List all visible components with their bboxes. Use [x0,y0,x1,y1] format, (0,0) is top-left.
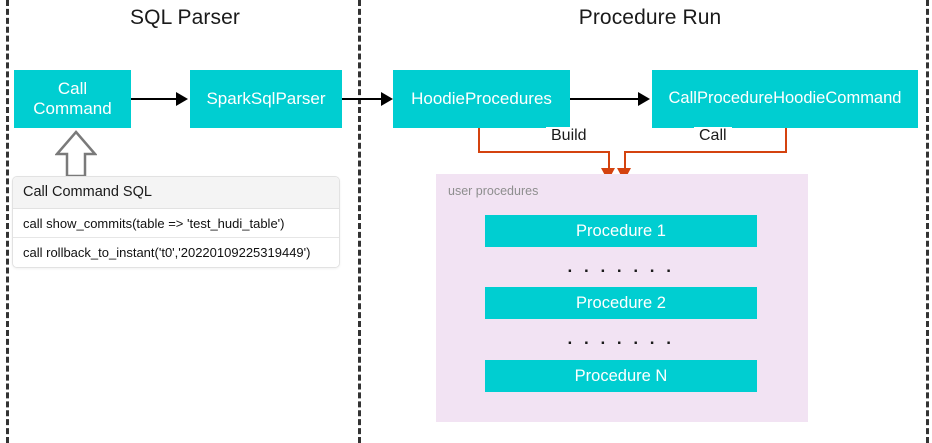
procedure-item-2[interactable]: Procedure 2 [485,287,757,319]
node-hoodie-procedures[interactable]: HoodieProcedures [393,70,570,128]
user-procedures-panel-label: user procedures [448,184,539,198]
dashed-separator-right [926,0,929,443]
node-call-procedure-hoodie-command[interactable]: CallProcedureHoodieCommand [652,70,918,128]
call-edge-stub-vertical [785,128,787,153]
arrow-hoodie-to-callprocedure-head [638,92,650,106]
node-call-command-line1: Call [57,78,88,98]
call-edge-horizontal [624,151,787,153]
procedure-item-n-label: Procedure N [574,366,668,385]
call-command-sql-card-header: Call Command SQL [13,177,339,209]
arrow-spark-to-hoodie-head [381,92,393,106]
procedure-item-n[interactable]: Procedure N [485,360,757,392]
procedure-separator-1: . . . . . . . [567,257,675,276]
arrow-spark-to-hoodie-line [342,98,381,100]
procedure-separator-2: . . . . . . . [567,329,675,348]
node-call-command-line2: Command [33,99,112,118]
call-command-sql-card: Call Command SQL call show_commits(table… [12,176,340,268]
node-call-command[interactable]: Call Command [14,70,131,128]
build-edge-stub-vertical [478,128,480,153]
arrow-call-command-to-spark-line [131,98,176,100]
dashed-separator-middle [358,0,361,443]
dashed-separator-left [6,0,9,443]
section-title-procedure-run: Procedure Run [578,6,722,29]
node-hoodie-procedures-label: HoodieProcedures [411,88,552,108]
edge-label-call: Call [694,127,732,145]
build-edge-drop-vertical [608,151,610,172]
edge-label-build: Build [546,127,592,145]
node-spark-sql-parser[interactable]: SparkSqlParser [190,70,342,128]
procedure-item-2-label: Procedure 2 [576,293,666,312]
build-edge-horizontal [478,151,610,153]
node-spark-sql-parser-label: SparkSqlParser [206,88,326,108]
arrow-call-command-to-spark-head [176,92,188,106]
node-call-procedure-hoodie-command-label: CallProcedureHoodieCommand [668,89,902,108]
arrow-hoodie-to-callprocedure-line [570,98,638,100]
section-title-sql-parser: SQL Parser [130,6,240,29]
procedure-item-1-label: Procedure 1 [576,221,666,240]
call-command-sql-row-2[interactable]: call rollback_to_instant('t0','202201092… [13,238,339,267]
call-command-sql-row-1[interactable]: call show_commits(table => 'test_hudi_ta… [13,209,339,238]
call-edge-drop-vertical [624,151,626,172]
procedure-item-1[interactable]: Procedure 1 [485,215,757,247]
